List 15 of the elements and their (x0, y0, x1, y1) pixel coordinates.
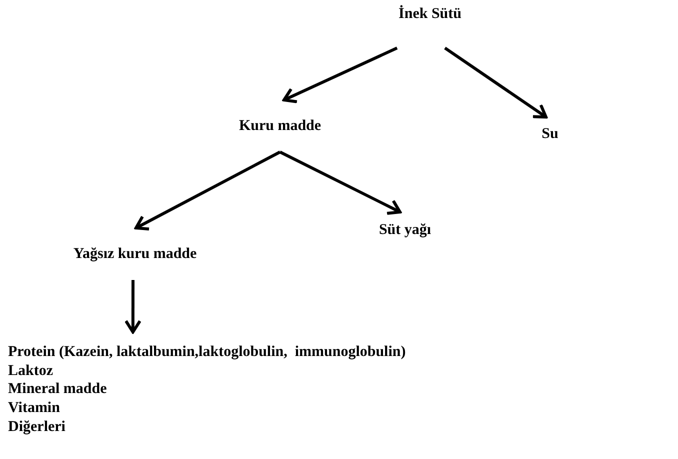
arrow (444, 46, 548, 118)
node-label: Mineral madde (8, 380, 107, 400)
arrow (279, 150, 402, 215)
node-label: Kuru madde (238, 116, 322, 136)
arrow (124, 280, 142, 334)
node-label: Yağsız kuru madde (73, 244, 197, 264)
node-label: Laktoz (8, 362, 53, 380)
node-label: Su (542, 125, 558, 144)
node-label: İnek Sütü (398, 5, 462, 24)
arrow (134, 150, 281, 231)
node-label: Diğerleri (8, 418, 66, 437)
node-label: Protein (Kazein, laktalbumin,laktoglobulin, immunoglobulin) (8, 343, 406, 362)
arrow (282, 46, 398, 104)
node-label: Vitamin (8, 399, 60, 418)
node-label: Süt yağı (378, 220, 432, 240)
